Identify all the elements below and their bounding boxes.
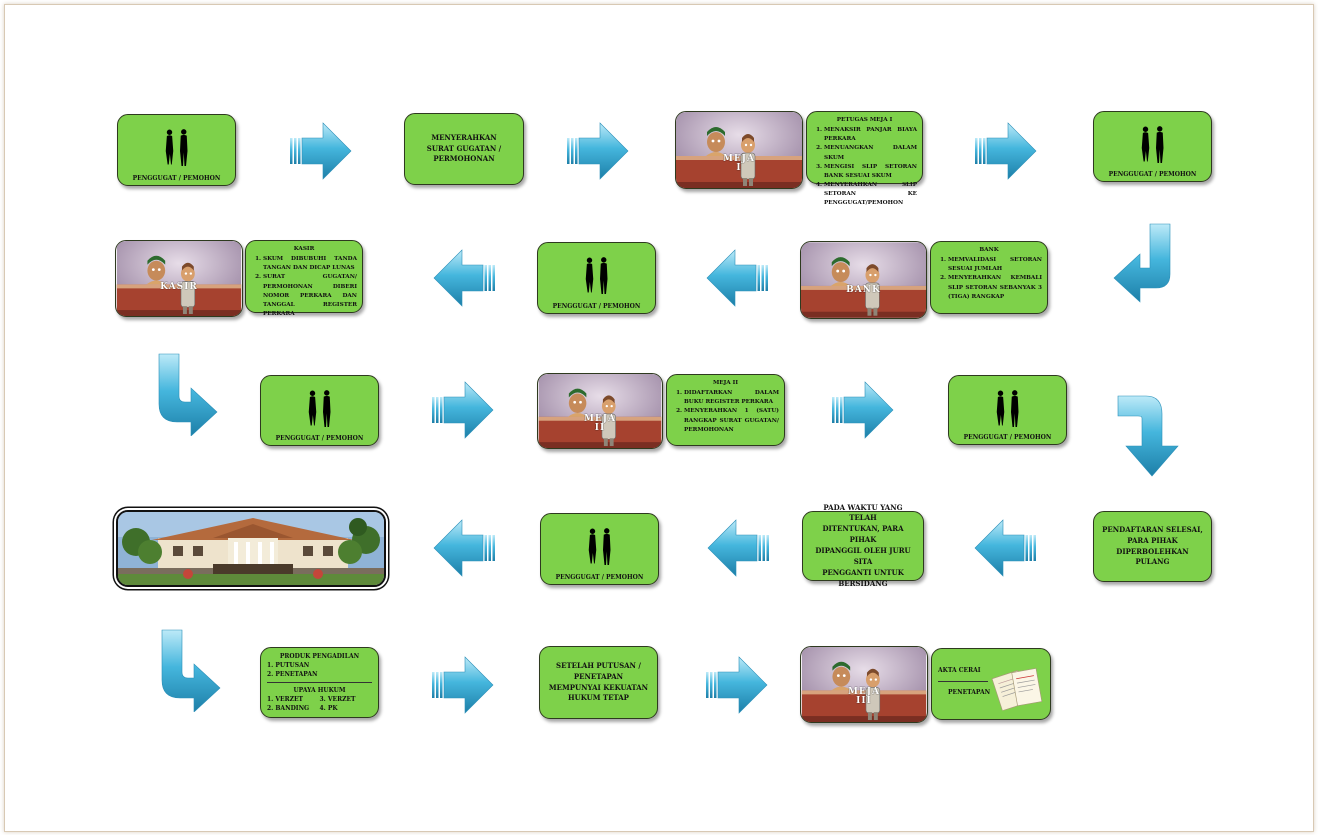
list-item: 3. VERZET — [319, 696, 356, 703]
document-icon — [990, 665, 1046, 711]
left-arrow-icon — [707, 518, 769, 578]
right-arrow-icon — [432, 380, 494, 440]
list-item: MENYERAHKAN 1 (SATU) RANGKAP SURAT GUGAT… — [684, 407, 779, 434]
pemohon-label: PENGGUGAT / PEMOHON — [275, 435, 364, 442]
turn-down-right-arrow-icon — [161, 629, 221, 712]
pemohon-box-5: PENGGUGAT / PEMOHON — [948, 375, 1067, 445]
meja1-title: PETUGAS MEJA I — [836, 117, 893, 123]
akta-cerai-box: AKTA CERAI PENETAPAN — [931, 648, 1051, 720]
sidang-box: PADA WAKTU YANG TELAH DITENTUKAN, PARA P… — [802, 503, 924, 588]
divider — [267, 682, 372, 683]
setelah-putusan-box: SETELAH PUTUSAN / PENETAPAN MEMPUNYAI KE… — [539, 646, 658, 719]
pemohon-box-4: PENGGUGAT / PEMOHON — [260, 375, 379, 446]
bank-scene: BANK — [800, 241, 927, 319]
person-pair-icon — [585, 522, 615, 572]
person-pair-icon — [305, 384, 335, 434]
kasir-title: KASIR — [293, 246, 315, 252]
left-arrow-icon — [706, 248, 768, 308]
divider — [938, 681, 988, 682]
right-arrow-icon — [832, 380, 894, 440]
left-arrow-icon — [433, 248, 495, 308]
list-item: MEMVALIDASI SETORAN SESUAI JUMLAH — [948, 256, 1042, 274]
meja2-scene: MEJA II — [537, 373, 663, 449]
meja2-detail-box: MEJA II DIDAFTARKAN DALAM BUKU REGISTER … — [666, 374, 785, 446]
menyerahkan-box: MENYERAHKAN SURAT GUGATAN / PERMOHONAN — [404, 113, 524, 185]
right-arrow-icon — [975, 121, 1037, 181]
right-arrow-icon — [567, 121, 629, 181]
left-arrow-icon — [974, 518, 1036, 578]
pemohon-box-3: PENGGUGAT / PEMOHON — [537, 242, 656, 314]
pemohon-box-2: PENGGUGAT / PEMOHON — [1093, 111, 1212, 182]
kasir-sign: KASIR — [160, 282, 198, 292]
person-pair-icon — [1138, 120, 1168, 170]
person-pair-icon — [993, 384, 1023, 434]
pemohon-label: PENGGUGAT / PEMOHON — [963, 434, 1052, 441]
meja3-sign: MEJA III — [847, 687, 881, 707]
turn-down-left-arrow-icon — [1113, 223, 1171, 303]
list-item: 4. PK — [319, 705, 338, 712]
pemohon-box-6: PENGGUGAT / PEMOHON — [540, 513, 659, 585]
bank-title: BANK — [979, 247, 999, 253]
pemohon-label: PENGGUGAT / PEMOHON — [555, 574, 644, 581]
meja2-title: MEJA II — [712, 380, 739, 386]
right-arrow-icon — [432, 655, 494, 715]
turn-down-left-arrow-icon — [1117, 395, 1179, 477]
list-item: MENGISI SLIP SETORAN BANK SESUAI SKUM — [824, 163, 917, 181]
produk-pengadilan-box: PRODUK PENGADILAN 1. PUTUSAN 2. PENETAPA… — [260, 647, 379, 718]
list-item: 1. PUTUSAN — [267, 662, 310, 669]
pemohon-label: PENGGUGAT / PEMOHON — [132, 175, 221, 182]
right-arrow-icon — [706, 655, 768, 715]
bank-detail-box: BANK MEMVALIDASI SETORAN SESUAI JUMLAH M… — [930, 241, 1048, 314]
list-item: MENAKSIR PANJAR BIAYA PERKARA — [824, 126, 917, 144]
produk-title: PRODUK PENGADILAN — [279, 653, 360, 660]
list-item: MENYERAHKAN SLIP SETORAN KE PENGGUGAT/PE… — [824, 181, 917, 208]
meja1-scene: MEJA I — [675, 111, 803, 189]
meja2-sign: MEJA II — [583, 414, 617, 434]
meja3-scene: MEJA III — [800, 646, 928, 723]
penetapan-label: PENETAPAN — [948, 689, 991, 696]
pemohon-box-1: PENGGUGAT / PEMOHON — [117, 114, 236, 186]
person-pair-icon — [162, 123, 192, 173]
meja1-sign: MEJA I — [722, 154, 756, 174]
list-item: 1. VERZET — [267, 696, 303, 703]
kasir-detail-box: KASIR SKUM DIBUBUHI TANDA TANGAN DAN DIC… — [245, 240, 363, 317]
pemohon-label: PENGGUGAT / PEMOHON — [1108, 171, 1197, 178]
kasir-scene: KASIR — [115, 240, 243, 317]
upaya-title: UPAYA HUKUM — [293, 687, 346, 694]
court-building-photo — [116, 510, 386, 587]
list-item: DIDAFTARKAN DALAM BUKU REGISTER PERKARA — [684, 389, 779, 407]
pendaftaran-selesai-box: PENDAFTARAN SELESAI, PARA PIHAK DIPERBOL… — [1093, 511, 1212, 582]
list-item: MENYERAHKAN KEMBALI SLIP SETORAN SEBANYA… — [948, 274, 1042, 301]
list-item: SURAT GUGATAN/ PERMOHONAN DIBERI NOMOR P… — [263, 273, 357, 319]
akta-cerai-label: AKTA CERAI — [938, 667, 981, 674]
left-arrow-icon — [433, 518, 495, 578]
list-item: SKUM DIBUBUHI TANDA TANGAN DAN DICAP LUN… — [263, 255, 357, 273]
pemohon-label: PENGGUGAT / PEMOHON — [552, 303, 641, 310]
right-arrow-icon — [290, 121, 352, 181]
bank-sign: BANK — [846, 285, 881, 295]
person-pair-icon — [582, 251, 612, 301]
list-item: 2. BANDING — [267, 705, 310, 712]
list-item: 2. PENETAPAN — [267, 671, 318, 678]
meja1-detail-box: PETUGAS MEJA I MENAKSIR PANJAR BIAYA PER… — [806, 111, 923, 206]
turn-down-right-arrow-icon — [158, 353, 218, 436]
list-item: MENUANGKAN DALAM SKUM — [824, 144, 917, 162]
